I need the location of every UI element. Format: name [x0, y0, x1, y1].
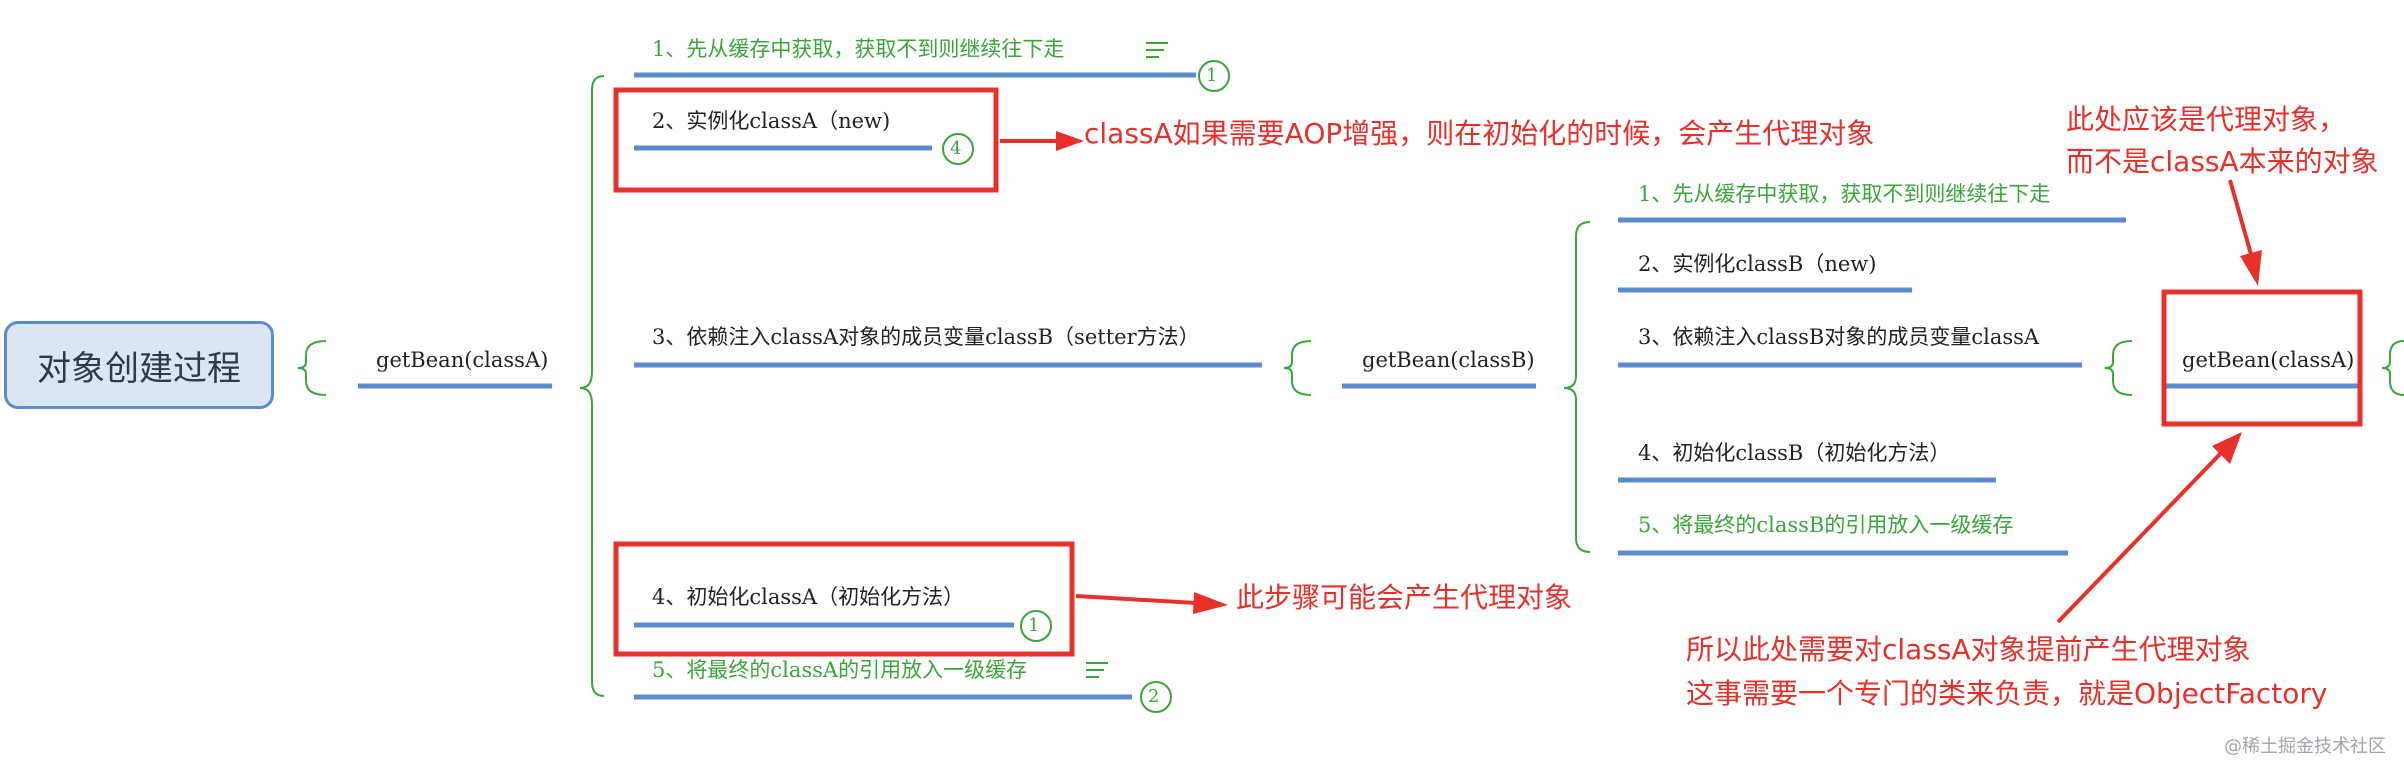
badge-a1: 1: [1206, 65, 1218, 86]
node-a-step4[interactable]: 4、初始化classA（初始化方法）: [652, 585, 965, 609]
highlight-init-a: [613, 541, 1075, 657]
annotation-should-proxy-2: 而不是classA本来的对象: [2066, 145, 2379, 178]
annotation-should-proxy-1: 此处应该是代理对象，: [2066, 103, 2347, 136]
notes-icon: [1146, 42, 1168, 58]
annotation-early-2: 这事需要一个专门的类来负责，就是ObjectFactory: [1686, 677, 2328, 710]
node-a-step2[interactable]: 2、实例化classA（new): [652, 109, 891, 133]
badge-circle-a1: [1198, 60, 1230, 92]
annotation-early-1: 所以此处需要对classA对象提前产生代理对象: [1686, 633, 2251, 666]
brace-classB: [1283, 340, 1312, 396]
annotation-aop: classA如果需要AOP增强，则在初始化的时候，会产生代理对象: [1084, 117, 1875, 150]
root-node[interactable]: 对象创建过程: [4, 321, 274, 409]
arrow-early-shaft: [2056, 450, 2224, 624]
watermark: @稀土掘金技术社区: [2224, 736, 2386, 757]
annotation-init-proxy: 此步骤可能会产生代理对象: [1236, 581, 1573, 614]
node-a-step5[interactable]: 5、将最终的classA的引用放入一级缓存: [652, 658, 1028, 682]
node-a-step3[interactable]: 3、依赖注入classA对象的成员变量classB（setter方法）: [652, 325, 1200, 349]
badge-circle-a5: [1140, 681, 1172, 713]
arrow-should-proxy-head: [2240, 250, 2262, 286]
node-a-step1[interactable]: 1、先从缓存中获取，获取不到则继续往下走: [652, 37, 1065, 61]
node-getbean-classB[interactable]: getBean(classB): [1362, 348, 1535, 372]
arrow-aop-head: [1056, 131, 1084, 151]
brace-classA-inner: [2104, 340, 2133, 396]
badge-circle-a2: [942, 133, 974, 165]
highlight-instantiate-a: [613, 87, 999, 193]
badge-a2: 4: [950, 138, 962, 159]
brace-classA-steps: [579, 75, 605, 697]
node-b-step3[interactable]: 3、依赖注入classB对象的成员变量classA: [1638, 325, 2040, 349]
node-b-step5[interactable]: 5、将最终的classB的引用放入一级缓存: [1638, 513, 2014, 537]
node-b-step1[interactable]: 1、先从缓存中获取，获取不到则继续往下走: [1638, 182, 2051, 206]
arrow-should-proxy-shaft: [2228, 179, 2254, 259]
node-getbean-classA[interactable]: getBean(classA): [376, 348, 549, 372]
root-node-label: 对象创建过程: [37, 348, 241, 389]
badge-a4: 1: [1028, 615, 1040, 636]
badge-a5: 2: [1148, 686, 1160, 707]
node-b-step4[interactable]: 4、初始化classB（初始化方法）: [1638, 441, 1951, 465]
badge-circle-a4: [1020, 610, 1052, 642]
brace-root: [297, 340, 327, 396]
notes-icon: [1086, 662, 1108, 678]
arrow-init-head: [1193, 592, 1228, 614]
node-b-step2[interactable]: 2、实例化classB（new): [1638, 252, 1877, 276]
brace-classB-steps: [1563, 221, 1591, 553]
arrow-early-head: [2212, 432, 2242, 464]
arrow-init-shaft: [1075, 594, 1197, 605]
node-getbean-classA-inner[interactable]: getBean(classA): [2182, 348, 2355, 372]
brace-edge: [2381, 340, 2404, 396]
highlight-getbean-a2: [2161, 289, 2363, 427]
